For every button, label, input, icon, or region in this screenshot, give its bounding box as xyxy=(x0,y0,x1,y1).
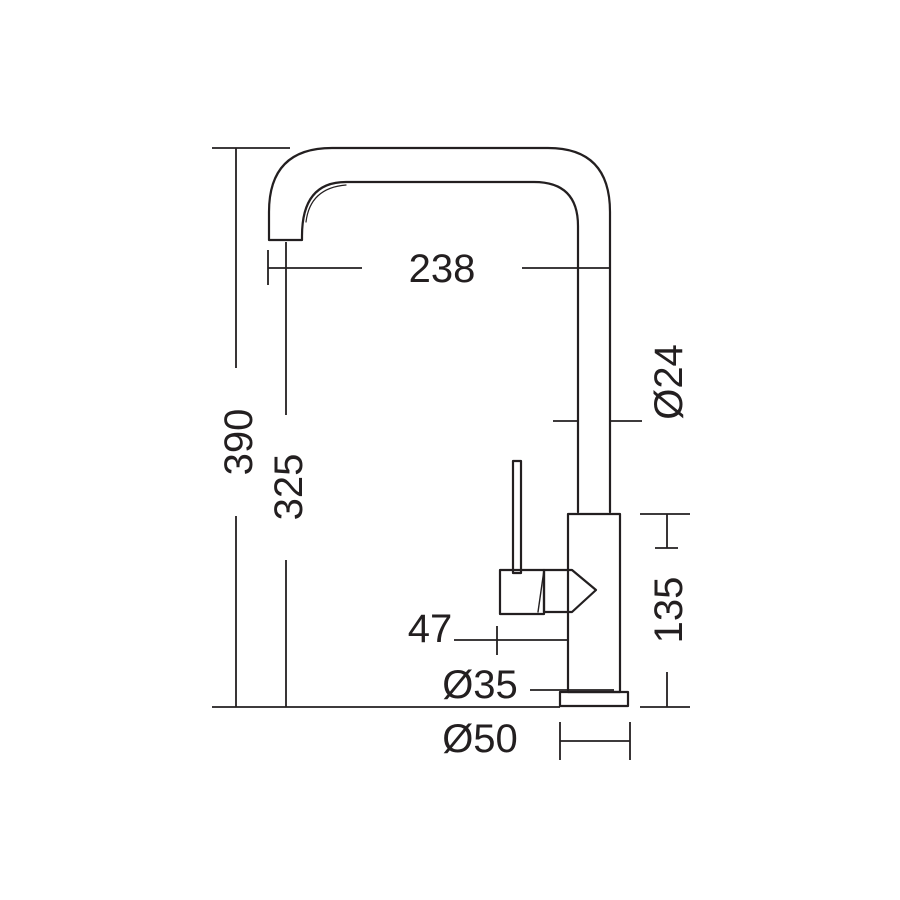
label-body-diameter: Ø35 xyxy=(442,663,518,707)
label-lever-offset: 47 xyxy=(408,607,453,651)
label-spout-reach: 238 xyxy=(409,247,476,291)
lever-hub xyxy=(498,568,546,616)
label-body-height: 135 xyxy=(647,577,691,644)
faucet-outline xyxy=(267,146,630,708)
dimension-labels: 238 390 325 Ø24 135 47 Ø35 Ø50 xyxy=(217,247,691,761)
spout-inner-curve xyxy=(305,184,347,223)
label-total-height: 390 xyxy=(217,409,261,476)
label-base-diameter: Ø50 xyxy=(442,717,518,761)
lever-stem xyxy=(511,459,523,575)
faucet-body xyxy=(566,512,622,694)
label-spout-height: 325 xyxy=(267,454,311,521)
lever-cap-edge xyxy=(537,569,545,613)
lever-cap xyxy=(542,568,598,614)
spout-outline xyxy=(267,146,612,514)
base-plate xyxy=(558,690,630,708)
label-spout-diameter: Ø24 xyxy=(647,344,691,420)
dimension-lines xyxy=(212,147,690,760)
